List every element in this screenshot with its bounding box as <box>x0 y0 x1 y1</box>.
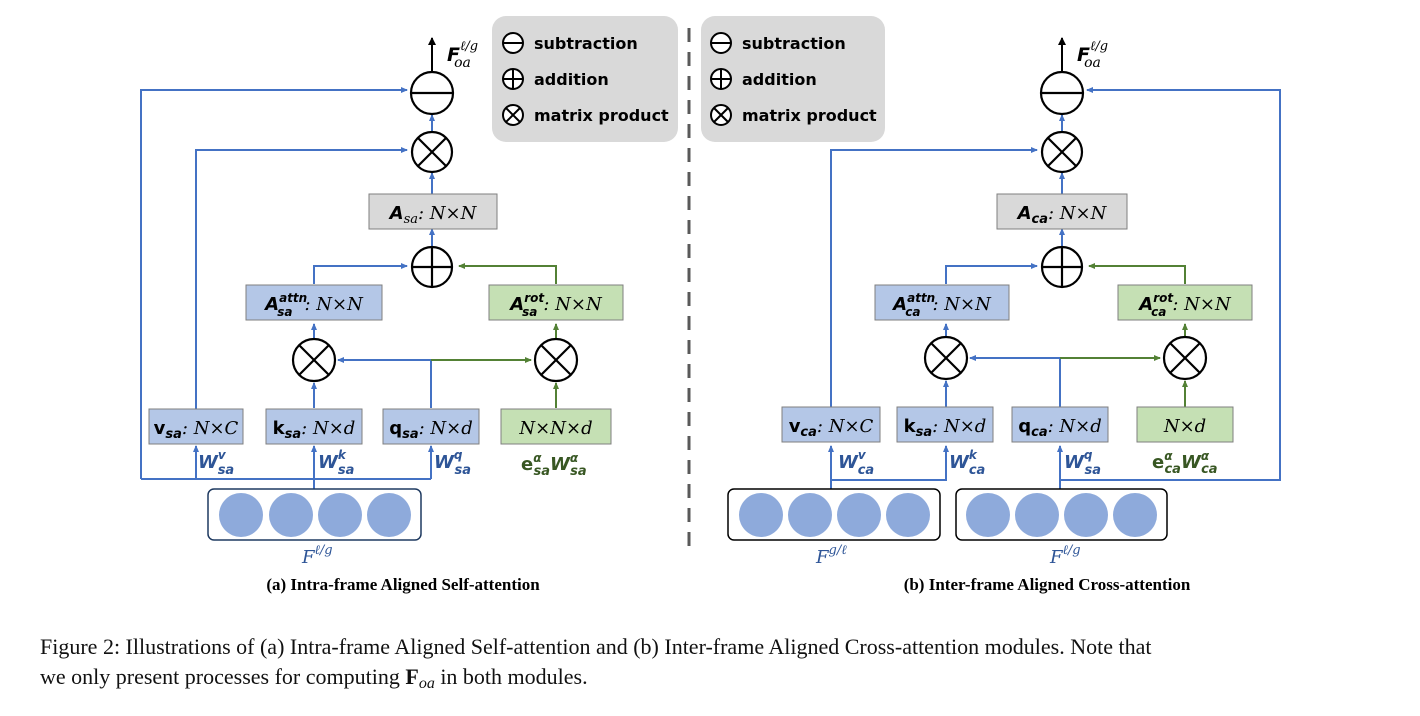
token <box>1064 493 1108 537</box>
q-box-b <box>1011 406 1109 443</box>
A-attn-box-b <box>874 284 1010 321</box>
matmul-op-b-attn <box>923 335 969 381</box>
input-label-b-right: Fℓ/g <box>1049 543 1081 568</box>
matmul-op-a-top <box>410 130 454 174</box>
input-label-b-left: Fg/ℓ <box>815 543 847 568</box>
panel-b-caption: (b) Inter-frame Aligned Cross-attention <box>904 575 1191 594</box>
legend-subtraction: subtraction <box>742 34 846 53</box>
legend-b: subtraction addition matrix product <box>701 16 885 142</box>
matmul-op-a-rot <box>533 337 579 383</box>
token <box>837 493 881 537</box>
input-group-b-right <box>955 488 1168 541</box>
token <box>1113 493 1157 537</box>
panel-a-caption: (a) Intra-frame Aligned Self-attention <box>266 575 540 594</box>
matmul-op-a-attn <box>291 337 337 383</box>
figure-caption-line-1: Figure 2: Illustrations of (a) Intra-fra… <box>40 634 1152 659</box>
legend-matrix-product: matrix product <box>742 106 877 125</box>
q-label-b: qca: N×d <box>1018 416 1102 440</box>
matrix-product-icon <box>710 104 732 126</box>
v-label-b: vca: N×C <box>789 416 874 440</box>
subtraction-icon <box>502 32 524 54</box>
A-rot-box-a <box>488 284 624 321</box>
matmul-op-b-top <box>1040 130 1084 174</box>
legend-addition: addition <box>534 70 609 89</box>
subtract-op-b <box>1039 70 1085 116</box>
add-op-b <box>1040 245 1084 289</box>
pos-box-a <box>500 408 612 445</box>
token <box>318 493 362 537</box>
token <box>367 493 411 537</box>
A-attn-box-a <box>245 284 383 321</box>
k-box-a <box>265 408 363 445</box>
q-label-a: qsa: N×d <box>389 418 473 442</box>
panel-a-connections <box>140 37 559 489</box>
A-rot-box-b <box>1117 284 1253 321</box>
panel-b-connections <box>828 37 1281 489</box>
k-box-b <box>896 406 994 443</box>
addition-icon <box>710 68 732 90</box>
add-op-a <box>410 245 454 289</box>
pos-box-b <box>1136 406 1234 443</box>
A-label-a: Asa: N×N <box>388 203 478 227</box>
pos-label-b: N×d <box>1163 416 1206 437</box>
A-box-a <box>368 193 498 230</box>
A-box-b <box>996 193 1128 230</box>
v-box-a <box>148 408 244 445</box>
subtraction-icon <box>710 32 732 54</box>
v-label-a: vsa: N×C <box>154 418 239 442</box>
legend-addition: addition <box>742 70 817 89</box>
k-label-a: ksa: N×d <box>273 418 356 442</box>
q-box-a <box>382 408 480 445</box>
token <box>269 493 313 537</box>
v-path <box>195 147 408 410</box>
token <box>219 493 263 537</box>
legend-subtraction: subtraction <box>534 34 638 53</box>
legend-a: subtraction addition matrix product <box>492 16 678 142</box>
input-group-a <box>207 488 422 541</box>
matrix-product-icon <box>502 104 524 126</box>
addition-icon <box>502 68 524 90</box>
k-label-b: ksa: N×d <box>904 416 987 440</box>
A-label-b: Aca: N×N <box>1016 203 1108 227</box>
token <box>966 493 1010 537</box>
figure-caption-line-2: we only present processes for computing … <box>40 664 588 692</box>
v-box-b <box>781 406 881 443</box>
subtract-op-a <box>409 70 455 116</box>
token <box>739 493 783 537</box>
residual-path <box>140 87 408 479</box>
pos-label-a: N×N×d <box>518 418 592 439</box>
input-group-b-left <box>727 488 941 541</box>
matmul-op-b-rot <box>1162 335 1208 381</box>
token <box>1015 493 1059 537</box>
token <box>886 493 930 537</box>
input-label-a: Fℓ/g <box>301 543 333 568</box>
token <box>788 493 832 537</box>
legend-matrix-product: matrix product <box>534 106 669 125</box>
